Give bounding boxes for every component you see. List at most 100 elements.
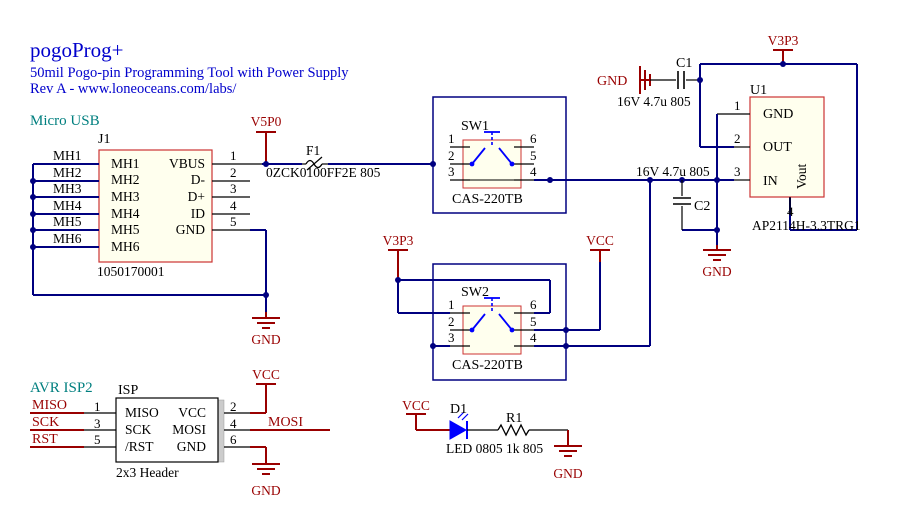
usb-pin-vbus: VBUS [169, 156, 205, 171]
sw1-pin-6: 6 [530, 131, 537, 146]
usb-body [98, 149, 213, 263]
u1-pin-number-4: 4 [787, 204, 794, 219]
u1-pin-number-1: 1 [734, 98, 741, 113]
isp-pin-vcc: VCC [178, 405, 206, 420]
fuse-value: 0ZCK0100FF2E 805 [266, 165, 381, 180]
sw1-refdes: SW1 [461, 119, 489, 134]
gnd-symbol-usb: GND [251, 312, 281, 347]
isp-section-label: AVR ISP2 [30, 380, 93, 396]
u1-gnd-label: GND [702, 264, 731, 279]
led-d1[interactable]: VCC D1 LED 0805 [402, 398, 503, 456]
net-label-mh5: MH5 [53, 214, 82, 229]
sw1-to-regulator-net [534, 177, 734, 183]
u1-refdes: U1 [750, 83, 767, 98]
isp-gnd-label: GND [251, 483, 280, 498]
isp-net-miso: MISO [32, 398, 67, 413]
regulator-u1[interactable]: U1 GND OUT IN Vout 1 2 3 4 AP2114H-3.3TR… [717, 83, 861, 233]
sw2-nets: V3P3 VCC [383, 177, 653, 349]
usb-pin-mh4: MH4 [111, 206, 140, 221]
sw2-pin-2: 2 [448, 314, 455, 329]
u1-pin-number-3: 3 [734, 164, 741, 179]
net-label-mh1: MH1 [53, 148, 82, 163]
c2-value: 16V 4.7u 805 [636, 164, 710, 179]
c1-gnd-label: GND [597, 74, 627, 89]
usb-refdes: J1 [98, 132, 110, 147]
sw1-pin-5: 5 [530, 148, 537, 163]
usb-pin-number-5: 5 [230, 214, 237, 229]
schematic-title: pogoProg+ [30, 38, 124, 62]
r1-value: 1k 805 [506, 441, 543, 456]
isp-net-sck: SCK [32, 415, 59, 430]
fuse-f1[interactable]: F1 0ZCK0100FF2E 805 [262, 143, 381, 180]
isp-pin-number-1: 1 [94, 399, 101, 414]
capacitor-c1[interactable]: C1 GND 16V 4.7u 805 [597, 56, 700, 109]
isp-net-rst: RST [32, 432, 58, 447]
schematic-revision: Rev A - www.loneoceans.com/labs/ [30, 81, 237, 97]
v5p0-power-port: V5P0 [251, 114, 282, 167]
usb-section-label: Micro USB [30, 113, 100, 129]
schematic-subtitle: 50mil Pogo-pin Programming Tool with Pow… [30, 65, 349, 81]
isp-pin-sck: SCK [125, 422, 152, 437]
sw2-part-number: CAS-220TB [452, 358, 523, 373]
gnd-label-usb: GND [251, 332, 280, 347]
isp-pin-number-3: 3 [94, 416, 101, 431]
v3p3-top-label: V3P3 [768, 33, 799, 48]
isp-pin-rst: /RST [125, 439, 154, 454]
usb-pin-number-1: 1 [230, 148, 237, 163]
sw2-refdes: SW2 [461, 285, 489, 300]
isp-body [115, 397, 219, 463]
isp-pin-number-5: 5 [94, 432, 101, 447]
isp-pin-gnd: GND [177, 439, 206, 454]
usb-pin-mh1: MH1 [111, 156, 140, 171]
capacitor-c2[interactable]: C2 16V 4.7u 805 [636, 164, 710, 230]
net-label-mh2: MH2 [53, 165, 82, 180]
usb-pin-dplus: D+ [188, 189, 205, 204]
isp-pin-mosi: MOSI [172, 422, 206, 437]
usb-connector-j1[interactable]: Micro USB J1 MH1 MH2 MH3 MH4 MH5 MH6 VBU… [30, 113, 262, 279]
u1-pin-out: OUT [763, 140, 792, 155]
isp-pin-number-2: 2 [230, 399, 237, 414]
isp-pin-miso: MISO [125, 405, 159, 420]
sw2-outline [432, 263, 567, 381]
isp-net-mosi: MOSI [268, 415, 303, 430]
sw2-pin-5: 5 [530, 314, 537, 329]
sw2-v3p3-label: V3P3 [383, 233, 414, 248]
r1-gnd-label: GND [553, 466, 582, 481]
net-label-mh6: MH6 [53, 231, 82, 246]
isp-nets: MISO SCK RST MOSI VCC GND [30, 367, 330, 498]
u1-pin-in: IN [763, 174, 778, 189]
usb-pin-number-3: 3 [230, 181, 237, 196]
u1-part-number: AP2114H-3.3TRG1 [752, 218, 861, 233]
usb-pin-number-4: 4 [230, 198, 237, 213]
sw2-pin-1: 1 [448, 297, 455, 312]
usb-pin-number-2: 2 [230, 165, 237, 180]
resistor-r1[interactable]: R1 1k 805 GND [497, 411, 583, 481]
isp-header[interactable]: AVR ISP2 ISP MISO SCK /RST VCC MOSI GND … [30, 380, 250, 480]
u1-pin-vout: Vout [794, 163, 809, 189]
net-label-mh3: MH3 [53, 181, 82, 196]
sw2-pin-3: 3 [448, 330, 455, 345]
sw1-pin-3: 3 [448, 164, 455, 179]
u1-gnd-net: GND [682, 114, 732, 279]
usb-part-number: 1050170001 [97, 264, 165, 279]
led-refdes: D1 [450, 402, 467, 417]
isp-pin-number-6: 6 [230, 432, 237, 447]
isp-vcc-label: VCC [252, 367, 280, 382]
usb-pin-mh3: MH3 [111, 189, 140, 204]
led-vcc-label: VCC [402, 398, 430, 413]
sw2-pin-4: 4 [530, 330, 537, 345]
sw2-vcc-label: VCC [586, 233, 614, 248]
isp-pin-number-4: 4 [230, 416, 237, 431]
c1-refdes: C1 [676, 56, 692, 71]
sw1-outline [432, 96, 567, 214]
sw1-part-number: CAS-220TB [452, 192, 523, 207]
sw1-pin-2: 2 [448, 148, 455, 163]
usb-pin-mh5: MH5 [111, 222, 140, 237]
usb-mh-nets: MH1 MH2 MH3 MH4 MH5 MH6 [30, 148, 266, 296]
u1-pin-number-2: 2 [734, 131, 741, 146]
u1-pin-gnd: GND [763, 107, 793, 122]
switch-sw1[interactable]: SW1 1 2 3 4 5 6 CAS-220TB [432, 96, 567, 214]
isp-refdes: ISP [118, 383, 138, 398]
switch-sw2[interactable]: SW2 1 2 3 4 5 6 CAS-220TB [432, 263, 567, 381]
